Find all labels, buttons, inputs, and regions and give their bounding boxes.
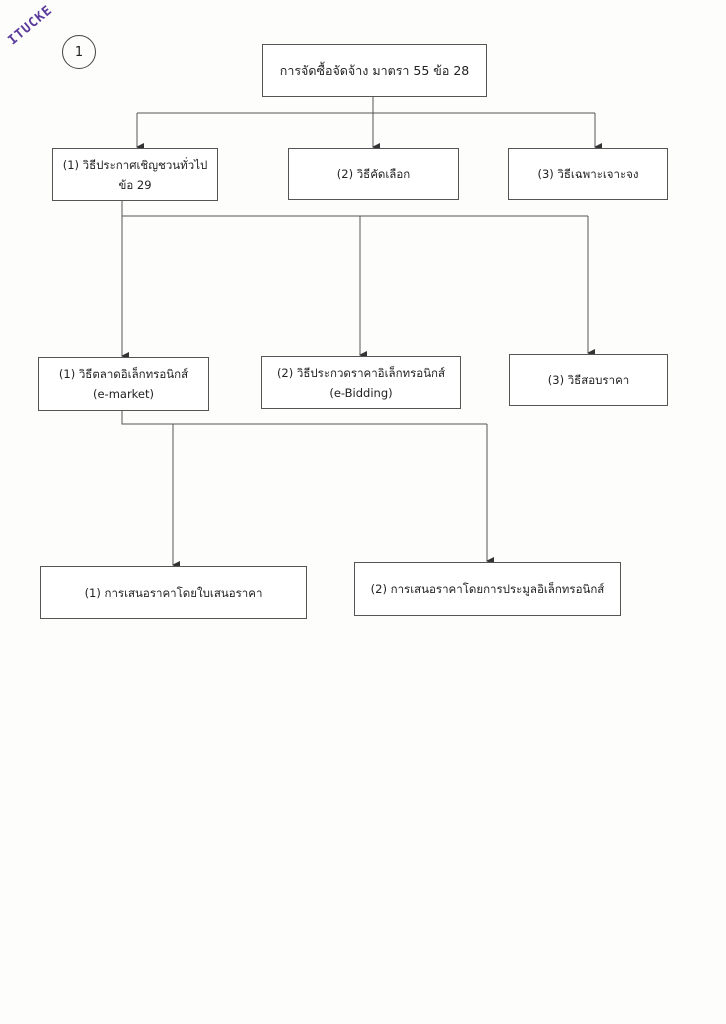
node-label: (1) วิธีประกาศเชิญชวนทั่วไป [62, 157, 208, 172]
root-label: การจัดซื้อจัดจ้าง มาตรา 55 ข้อ 28 [279, 62, 470, 78]
node-price-inquiry: (3) วิธีสอบราคา [509, 354, 668, 406]
node-label: (2) วิธีประกวดราคาอิเล็กทรอนิกส์ [276, 365, 446, 380]
connector [137, 97, 595, 114]
node-specific: (3) วิธีเฉพาะเจาะจง [508, 148, 668, 200]
node-sublabel: (e-Bidding) [329, 385, 393, 400]
node-sublabel: (e-market) [92, 387, 154, 401]
node-label: (3) วิธีเฉพาะเจาะจง [537, 167, 639, 181]
root-node: การจัดซื้อจัดจ้าง มาตรา 55 ข้อ 28 [262, 44, 487, 97]
node-selection: (2) วิธีคัดเลือก [288, 148, 459, 200]
page-number: 1 [62, 35, 96, 69]
node-e-bidding: (2) วิธีประกวดราคาอิเล็กทรอนิกส์ (e-Bidd… [261, 356, 461, 409]
connector [121, 411, 487, 425]
node-e-market: (1) วิธีตลาดอิเล็กทรอนิกส์ (e-market) [38, 357, 209, 411]
node-label: (3) วิธีสอบราคา [547, 373, 630, 387]
connector [121, 201, 588, 217]
node-sublabel: ข้อ 29 [118, 177, 152, 192]
node-general-invitation: (1) วิธีประกาศเชิญชวนทั่วไป ข้อ 29 [52, 148, 218, 201]
node-e-auction: (2) การเสนอราคาโดยการประมูลอิเล็กทรอนิกส… [354, 562, 621, 616]
node-label: (1) วิธีตลาดอิเล็กทรอนิกส์ [58, 367, 189, 381]
node-quotation: (1) การเสนอราคาโดยใบเสนอราคา [40, 566, 307, 619]
node-label: (1) การเสนอราคาโดยใบเสนอราคา [84, 585, 263, 600]
node-label: (2) วิธีคัดเลือก [336, 167, 411, 181]
node-label: (2) การเสนอราคาโดยการประมูลอิเล็กทรอนิกส… [370, 582, 605, 596]
